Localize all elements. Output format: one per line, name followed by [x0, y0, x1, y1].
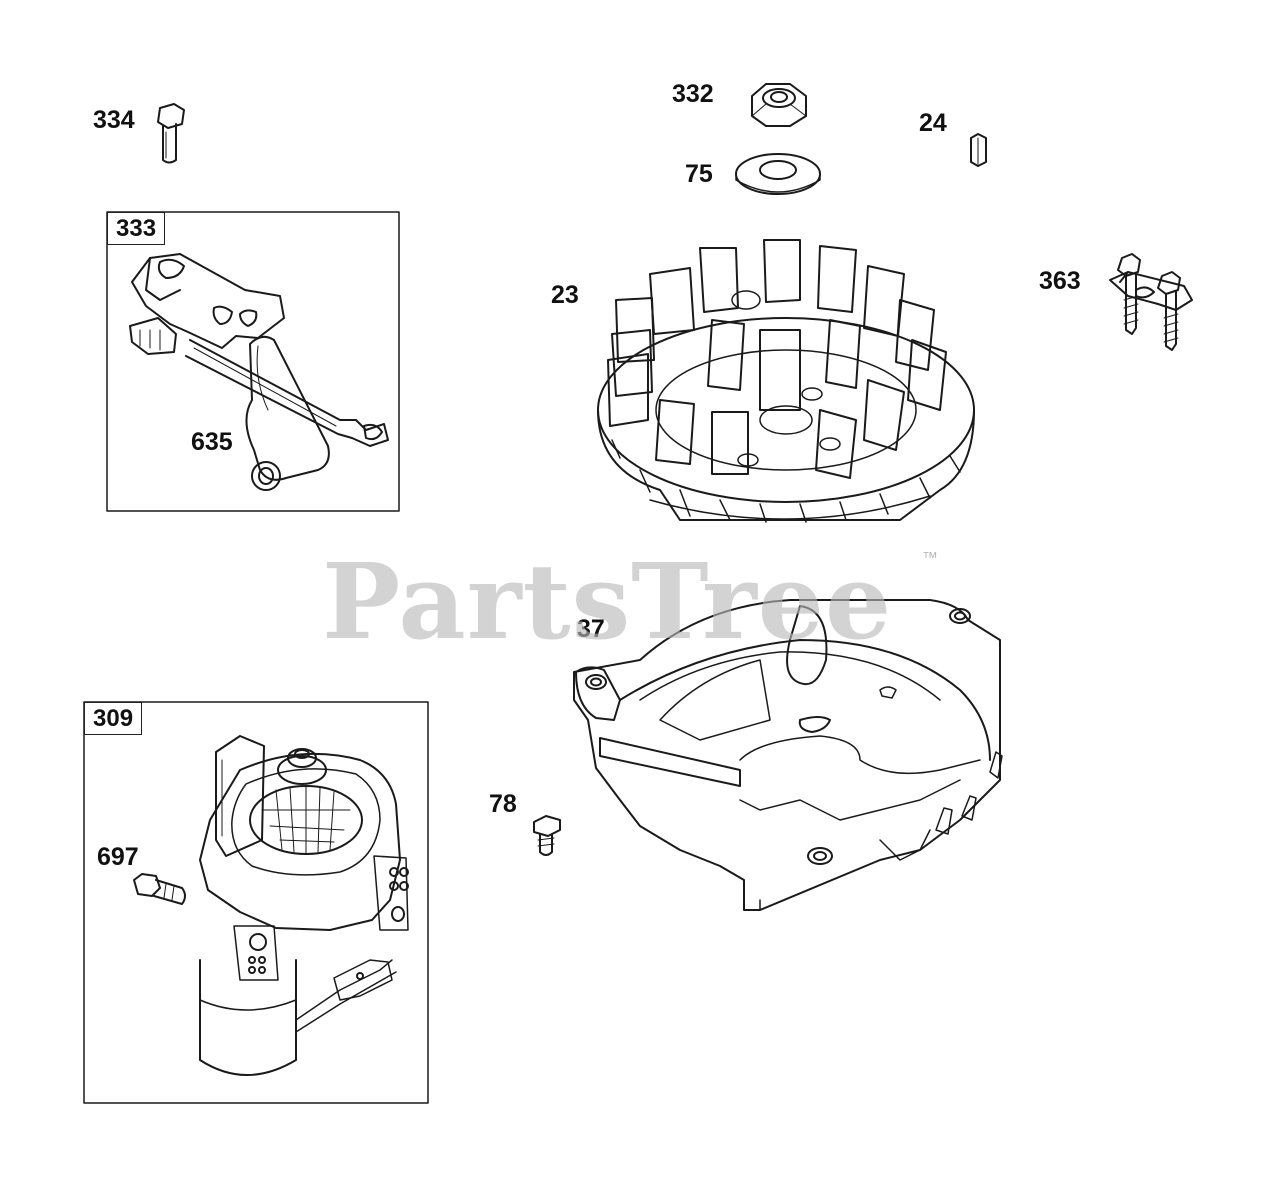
label-75: 75	[685, 160, 713, 188]
label-697: 697	[97, 843, 139, 871]
part-23-flywheel[interactable]	[597, 239, 975, 523]
label-635: 635	[191, 428, 233, 456]
part-697-bolt[interactable]	[133, 873, 186, 905]
part-75-washer[interactable]	[735, 153, 821, 195]
part-78-screw[interactable]	[533, 815, 561, 856]
part-309-starter[interactable]	[199, 735, 409, 1076]
label-332: 332	[672, 80, 714, 108]
part-333-stop-switch[interactable]	[129, 253, 389, 447]
label-363: 363	[1039, 267, 1081, 295]
part-37-housing[interactable]	[573, 599, 1003, 911]
label-309: 309	[84, 702, 143, 735]
part-334-bolt[interactable]	[157, 103, 185, 164]
part-332-nut[interactable]	[751, 83, 807, 127]
trademark-symbol: ™	[922, 550, 938, 567]
part-24-key[interactable]	[970, 133, 987, 167]
box-309	[83, 701, 429, 1104]
watermark-logo: PartsTree	[322, 540, 893, 663]
label-37: 37	[577, 615, 605, 643]
label-23: 23	[551, 281, 579, 309]
part-635-boot[interactable]	[245, 335, 330, 491]
label-24: 24	[919, 109, 947, 137]
part-363-bracket[interactable]	[1109, 253, 1193, 351]
label-334: 334	[93, 106, 135, 134]
label-78: 78	[489, 790, 517, 818]
box-333	[106, 211, 400, 512]
label-333: 333	[107, 212, 166, 245]
